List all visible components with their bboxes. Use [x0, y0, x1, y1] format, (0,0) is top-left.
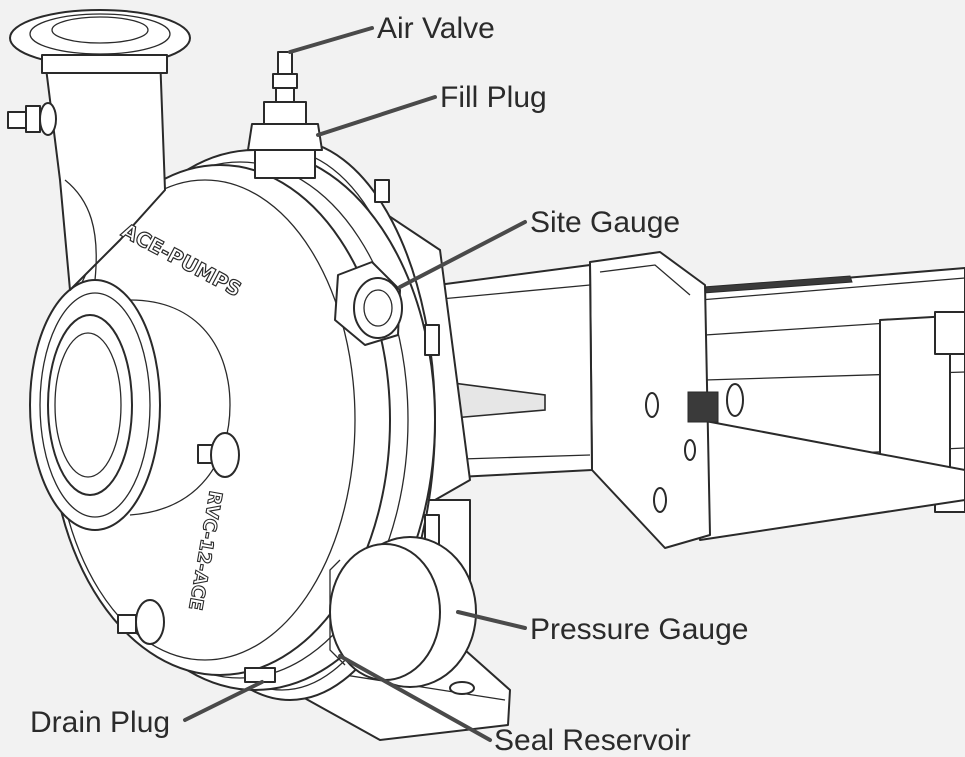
- casing-bolt-lower: [117, 599, 165, 645]
- casing-bolt-center: [197, 432, 240, 478]
- leader-seal-reservoir: [338, 654, 492, 742]
- discharge-outlet: [7, 9, 191, 291]
- leader-drain-plug: [183, 680, 264, 722]
- motor: [689, 267, 965, 541]
- label-air-valve: Air Valve: [377, 12, 495, 45]
- pressure-gauge: [329, 536, 477, 688]
- label-drain-plug: Drain Plug: [30, 706, 171, 739]
- leader-pressure-gauge: [456, 610, 527, 630]
- leader-air-valve: [288, 26, 374, 54]
- fill-plug: [247, 101, 323, 179]
- air-valve: [272, 51, 298, 103]
- site-gauge: [334, 261, 403, 346]
- leader-fill-plug: [316, 95, 437, 137]
- label-site-gauge: Site Gauge: [530, 206, 681, 239]
- label-seal-reservoir: Seal Reservoir: [494, 724, 691, 757]
- motor-adapter: [589, 251, 744, 549]
- label-pressure-gauge: Pressure Gauge: [530, 613, 749, 646]
- leader-site-gauge: [398, 220, 527, 289]
- label-fill-plug: Fill Plug: [440, 81, 547, 114]
- drain-plug: [244, 667, 276, 683]
- suction-inlet: [29, 279, 231, 531]
